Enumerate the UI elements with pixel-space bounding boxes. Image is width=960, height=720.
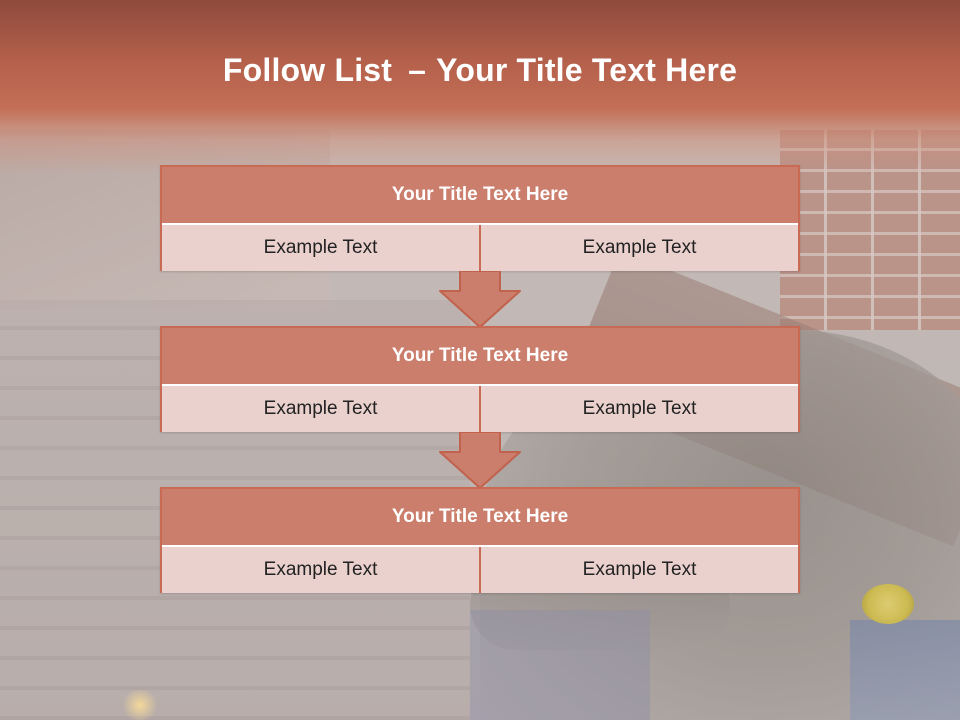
step-box-title: Your Title Text Here [162, 328, 798, 386]
step-box-cell-left: Example Text [162, 547, 479, 593]
down-arrow-icon [439, 432, 521, 489]
down-arrow-icon [439, 271, 521, 328]
step-box-row: Example Text Example Text [162, 547, 798, 593]
background-glow [120, 690, 160, 720]
step-box-3: Your Title Text Here Example Text Exampl… [160, 487, 800, 593]
slide-title-dash: – [408, 52, 427, 88]
step-box-2: Your Title Text Here Example Text Exampl… [160, 326, 800, 432]
background-window [470, 610, 650, 720]
slide-title-bold: Follow List [222, 52, 393, 88]
step-box-cell-right: Example Text [479, 386, 798, 432]
step-box-row: Example Text Example Text [162, 225, 798, 271]
slide-title: Follow List–Your Title Text Here [0, 52, 960, 89]
step-box-1: Your Title Text Here Example Text Exampl… [160, 165, 800, 271]
step-box-title: Your Title Text Here [162, 489, 798, 547]
step-box-cell-left: Example Text [162, 225, 479, 271]
header-band [0, 0, 960, 175]
step-box-cell-right: Example Text [479, 225, 798, 271]
background-tape-measure [862, 584, 914, 624]
step-box-cell-left: Example Text [162, 386, 479, 432]
slide-title-rest: Your Title Text Here [436, 52, 738, 88]
step-box-title: Your Title Text Here [162, 167, 798, 225]
background-jeans [850, 620, 960, 720]
step-box-row: Example Text Example Text [162, 386, 798, 432]
step-box-cell-right: Example Text [479, 547, 798, 593]
